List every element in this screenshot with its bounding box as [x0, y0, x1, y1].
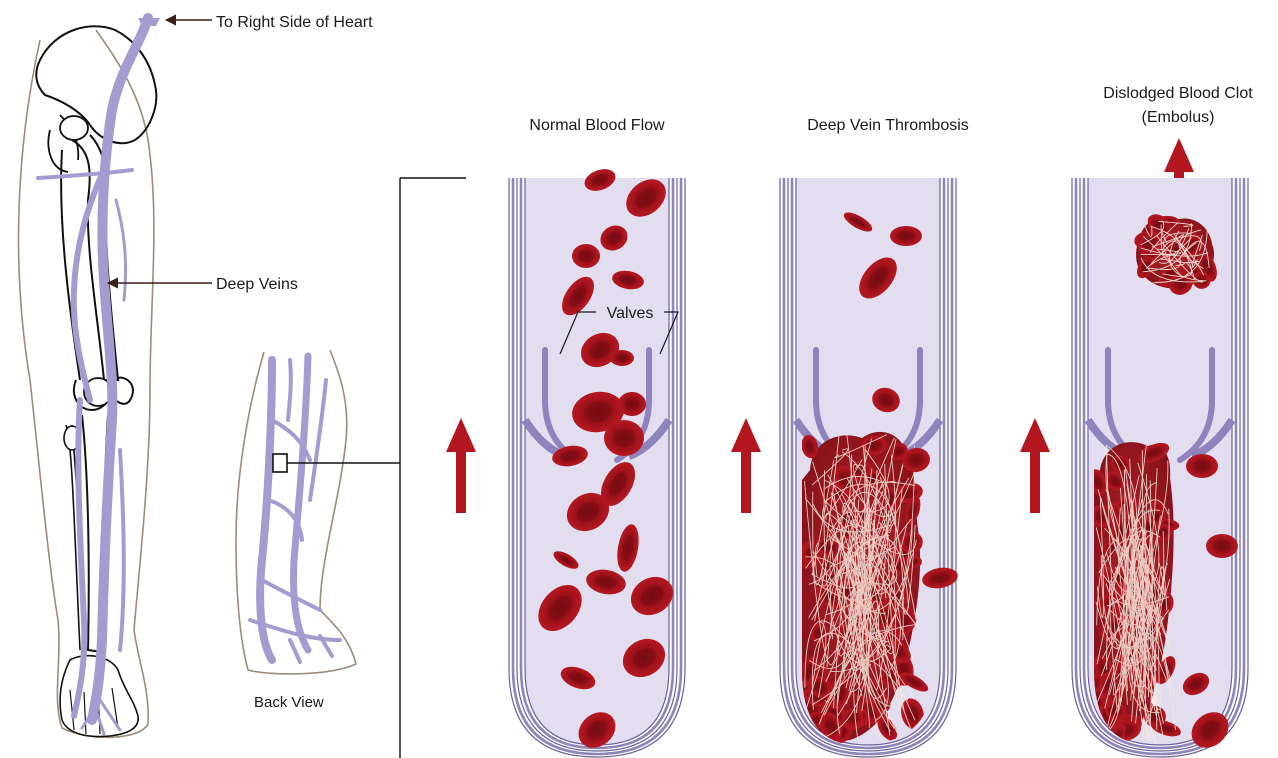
label-to-right-side-of-heart: To Right Side of Heart [216, 14, 373, 31]
zoom-box [273, 454, 287, 472]
title-embolus: (Embolus) [1142, 109, 1215, 126]
leg-deep-veins [38, 18, 148, 734]
red-blood-cell [572, 244, 600, 268]
red-blood-cell [604, 420, 644, 456]
leg-illustration [19, 18, 160, 737]
dvt-clot [791, 432, 931, 755]
arrow-up-icon [731, 418, 761, 513]
red-blood-cell [890, 226, 922, 246]
arrow-up-icon [446, 418, 476, 513]
label-valves: Valves [607, 305, 654, 322]
title-normal-blood-flow: Normal Blood Flow [529, 117, 665, 134]
red-blood-cell [610, 350, 634, 366]
vein-normal [509, 178, 685, 757]
label-back-view: Back View [254, 694, 324, 711]
red-blood-cell [1186, 454, 1218, 478]
red-blood-cell [618, 392, 646, 416]
title-deep-vein-thrombosis: Deep Vein Thrombosis [807, 117, 969, 134]
back-view-calf [236, 350, 356, 674]
red-blood-cell [1206, 534, 1238, 558]
label-deep-veins: Deep Veins [216, 276, 298, 293]
title-dislodged-blood-clot: Dislodged Blood Clot [1103, 85, 1253, 102]
arrow-up-icon [1020, 418, 1050, 513]
